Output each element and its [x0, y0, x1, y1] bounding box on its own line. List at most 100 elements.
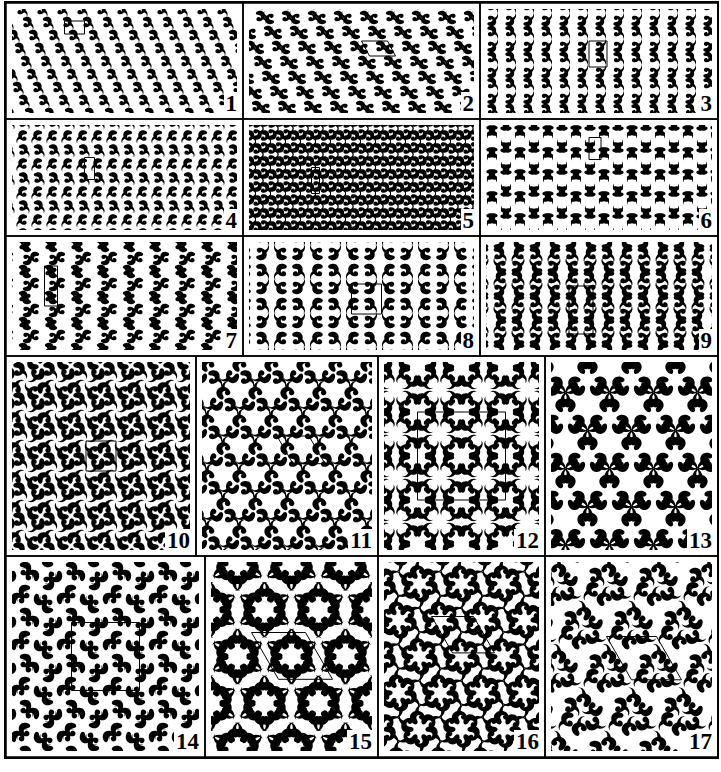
motif-copy	[529, 162, 540, 175]
motif-copy	[417, 56, 428, 69]
motif-copy	[703, 9, 712, 13]
motif-copy	[710, 242, 712, 249]
motif-copy	[667, 52, 678, 65]
motif-copy	[619, 242, 632, 249]
motif-copy	[12, 410, 24, 424]
motif-copy	[189, 30, 200, 43]
motif-copy	[229, 463, 251, 484]
motif-copy	[669, 162, 680, 175]
motif-copy	[696, 140, 707, 153]
motif-copy	[124, 228, 135, 230]
motif-copy	[58, 428, 75, 442]
motif-copy	[656, 257, 669, 273]
motif-copy	[364, 264, 377, 280]
motif-copy	[697, 125, 708, 131]
motif-copy	[541, 9, 552, 13]
motif-copy	[683, 169, 694, 182]
motif-copy	[34, 125, 45, 130]
motif-copy	[541, 104, 552, 113]
motif-copy	[37, 380, 54, 394]
motif-copy	[691, 242, 704, 249]
motif-copy	[487, 91, 498, 104]
motif-copy	[703, 78, 712, 91]
motif-copy	[391, 56, 402, 69]
motif-copy	[416, 507, 433, 521]
motif-copy	[566, 295, 579, 311]
motif-copy	[79, 125, 90, 130]
motif-copy	[310, 346, 323, 350]
motif-copy	[106, 130, 117, 143]
motif-copy	[620, 319, 633, 335]
motif-copy	[505, 13, 516, 26]
motif-copy	[548, 257, 561, 273]
motif-copy	[454, 278, 467, 294]
motif-copy	[500, 184, 511, 197]
motif-copy	[384, 463, 389, 477]
motif-copy	[256, 242, 269, 246]
motif-copy	[528, 498, 539, 515]
motif-copy	[139, 144, 150, 157]
motif-copy	[88, 488, 105, 502]
motif-copy	[619, 295, 632, 311]
motif-copy	[285, 101, 296, 113]
motif-copy	[454, 264, 467, 280]
motif-copy	[13, 512, 27, 529]
motif-copy	[382, 242, 395, 246]
motif-copy	[72, 317, 83, 330]
motif-copy	[363, 505, 372, 526]
motif-copy	[31, 214, 42, 227]
motif-copy	[577, 104, 588, 113]
motif-copy	[124, 172, 135, 185]
motif-copy	[514, 125, 525, 138]
unit-cell	[418, 412, 506, 500]
motif-copy	[487, 65, 498, 78]
motif-copy	[208, 536, 222, 550]
motif-copy	[331, 41, 342, 54]
motif-copy	[640, 228, 651, 231]
motif-copy	[565, 319, 578, 335]
motif-copy	[169, 172, 180, 185]
motif-copy	[67, 410, 84, 424]
unit-cell	[352, 284, 382, 314]
motif-copy	[193, 82, 204, 95]
motif-copy	[484, 454, 498, 471]
motif-copy	[528, 125, 539, 131]
motif-copy	[97, 530, 114, 544]
motif-copy	[613, 162, 624, 175]
motif-copy	[43, 362, 57, 379]
panel-frame	[378, 356, 545, 556]
motif-copy	[249, 242, 251, 246]
motif-copy	[529, 140, 540, 153]
motif-copy	[13, 392, 27, 409]
motif-copy	[710, 147, 712, 160]
motif-copy	[654, 147, 665, 160]
motif-copy	[487, 52, 498, 65]
motif-copy	[530, 329, 543, 345]
motif-copy	[523, 104, 534, 113]
motif-copy	[649, 26, 660, 39]
motif-copy	[47, 69, 58, 82]
motif-copy	[566, 329, 579, 345]
motif-copy	[211, 186, 222, 199]
motif-copy	[692, 271, 705, 287]
motif-copy	[654, 453, 669, 471]
motif-copy	[72, 265, 83, 278]
motif-copy	[46, 343, 57, 350]
motif-copy	[178, 488, 190, 502]
motif-copy	[513, 362, 527, 370]
motif-copy	[163, 512, 177, 529]
motif-copy	[565, 257, 578, 273]
motif-copy	[274, 242, 287, 246]
motif-copy	[75, 304, 86, 317]
motif-copy	[154, 228, 165, 230]
motif-copy	[58, 368, 75, 382]
motif-copy	[436, 312, 449, 328]
motif-copy	[251, 86, 262, 99]
motif-copy	[685, 26, 696, 39]
motif-copy	[55, 473, 69, 490]
motif-copy	[214, 172, 225, 185]
motif-copy	[117, 9, 128, 17]
motif-copy	[655, 329, 668, 345]
motif-copy	[530, 242, 543, 249]
motif-copy	[19, 228, 30, 230]
